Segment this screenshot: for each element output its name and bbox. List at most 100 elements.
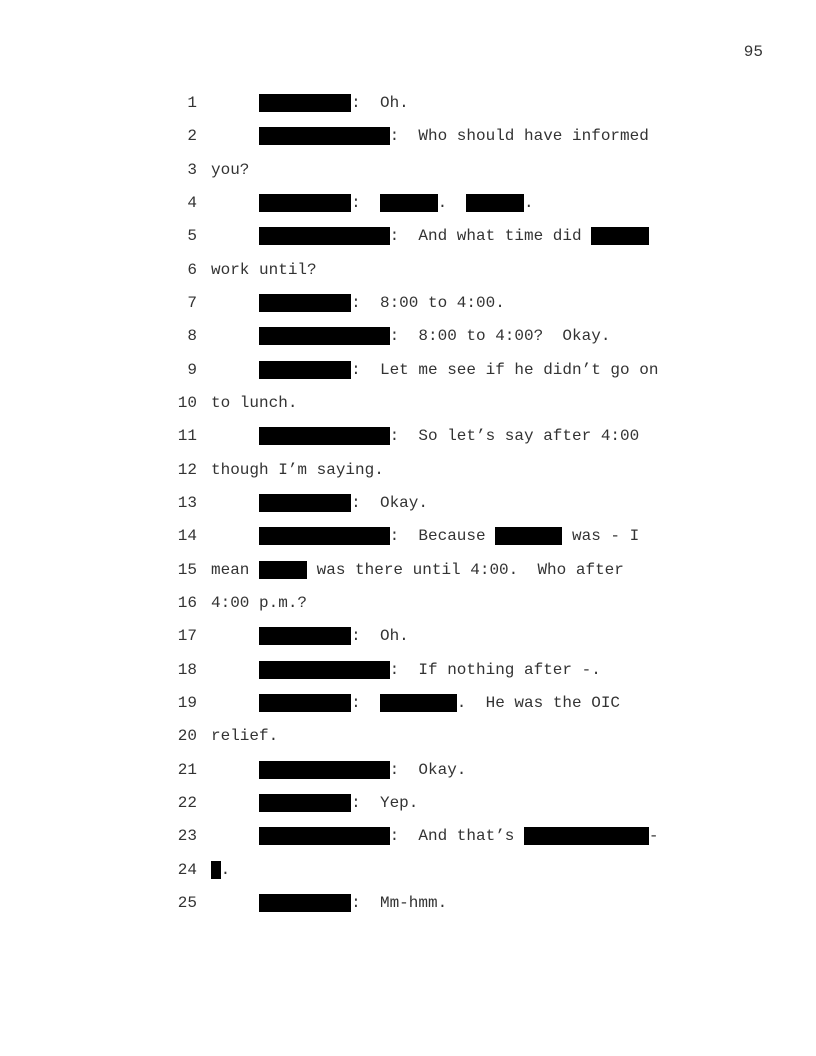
redaction-box [259, 760, 390, 779]
line-text: : If nothing after -. [389, 660, 601, 679]
transcript-line: 13 : Okay. [0, 494, 816, 512]
line-text: - [648, 827, 659, 846]
line-text: : Okay. [351, 494, 428, 512]
redaction-box [591, 227, 649, 246]
line-text: mean [211, 560, 260, 579]
redaction-box [259, 627, 352, 646]
line-number: 9 [187, 360, 197, 379]
redaction-box [259, 827, 390, 846]
redaction-box [379, 194, 438, 212]
line-number: 22 [177, 794, 197, 812]
line-text: : 8:00 to 4:00? Okay. [389, 327, 611, 346]
line-number: 17 [177, 627, 197, 646]
transcript-line: 8 : 8:00 to 4:00? Okay. [0, 327, 816, 346]
redaction-box [259, 427, 390, 446]
line-text: : Oh. [351, 627, 409, 646]
transcript-line: 9 : Let me see if he didn’t go on [0, 360, 816, 379]
line-text: : Let me see if he didn’t go on [351, 360, 659, 379]
transcript-line: 14 : Because was - I [0, 527, 816, 546]
line-text: : Who should have informed [389, 127, 649, 146]
transcript-line: 23 : And that’s - [0, 827, 816, 846]
transcript-line: 7 : 8:00 to 4:00. [0, 294, 816, 312]
line-text: you? [211, 160, 250, 179]
transcript-line: 22 : Yep. [0, 794, 816, 812]
transcript-line: 5: And what time did [0, 227, 816, 246]
transcript-line: 1 : Oh. [0, 94, 816, 112]
line-text: : Mm-hmm. [351, 894, 448, 912]
redaction-box [466, 194, 525, 212]
redaction-box [259, 194, 352, 212]
line-number: 19 [177, 694, 197, 712]
line-number: 21 [177, 760, 197, 779]
transcript-line: 11 : So let’s say after 4:00 [0, 427, 816, 446]
redaction-box [259, 894, 352, 912]
transcript-line: 3 you? [0, 161, 816, 179]
line-number: 24 [177, 860, 197, 879]
line-number: 2 [187, 127, 197, 146]
line-text: work until? [211, 260, 317, 279]
redaction-box [259, 560, 308, 579]
redaction-box [259, 494, 352, 512]
line-number: 4 [187, 194, 197, 212]
line-text: : Oh. [351, 94, 409, 112]
line-number: 7 [187, 294, 197, 312]
line-text: . [220, 860, 231, 879]
transcript-line: 16 4:00 p.m.? [0, 594, 816, 612]
line-number: 18 [177, 660, 197, 679]
line-text: . He was the OIC [456, 694, 621, 712]
line-text: . [524, 194, 534, 212]
line-number: 8 [187, 327, 197, 346]
transcript-line: 4: . . [0, 194, 816, 212]
transcript-line: 25 : Mm-hmm. [0, 894, 816, 912]
redaction-box [259, 127, 390, 146]
transcript-line: 24. [0, 860, 816, 879]
transcript-line: 19: . He was the OIC [0, 694, 816, 712]
redaction-box [259, 794, 352, 812]
redaction-box [524, 827, 649, 846]
line-text: : [351, 694, 380, 712]
transcript-line: 17 : Oh. [0, 627, 816, 646]
redaction-box [211, 860, 221, 879]
line-text: relief. [211, 727, 279, 746]
line-number: 13 [177, 494, 197, 512]
line-text: : And that’s [389, 827, 524, 846]
line-number: 23 [177, 827, 197, 846]
redaction-box [259, 660, 390, 679]
line-number: 16 [177, 594, 197, 612]
line-text: : Yep. [351, 794, 419, 812]
redaction-box [259, 527, 390, 546]
line-text: was - I [562, 527, 640, 546]
redaction-box [259, 294, 352, 312]
line-number: 14 [177, 527, 197, 546]
transcript-line: 21 : Okay. [0, 760, 816, 779]
page-number: 95 [743, 43, 763, 61]
redaction-box [259, 360, 352, 379]
line-number: 25 [177, 894, 197, 912]
redaction-box [259, 694, 352, 712]
line-text: : Okay. [389, 760, 467, 779]
line-number: 5 [187, 227, 197, 246]
line-text: was there until 4:00. Who after [307, 560, 624, 579]
transcript-line: 2 : Who should have informed [0, 127, 816, 146]
redaction-box [259, 94, 352, 112]
redaction-box [495, 527, 563, 546]
line-number: 12 [177, 460, 197, 479]
line-text: to lunch. [211, 394, 298, 412]
line-text: : So let’s say after 4:00 [389, 427, 640, 446]
line-text: : [351, 194, 380, 212]
line-number: 11 [177, 427, 197, 446]
line-text: . [437, 194, 467, 212]
line-number: 20 [177, 727, 197, 746]
line-text: : 8:00 to 4:00. [351, 294, 505, 312]
line-number: 1 [187, 94, 197, 112]
redaction-box [259, 327, 390, 346]
redaction-box [259, 227, 390, 246]
line-number: 3 [187, 160, 197, 179]
transcript-line: 18 : If nothing after -. [0, 660, 816, 679]
line-text: : Because [389, 527, 496, 546]
line-text: 4:00 p.m.? [211, 594, 308, 612]
